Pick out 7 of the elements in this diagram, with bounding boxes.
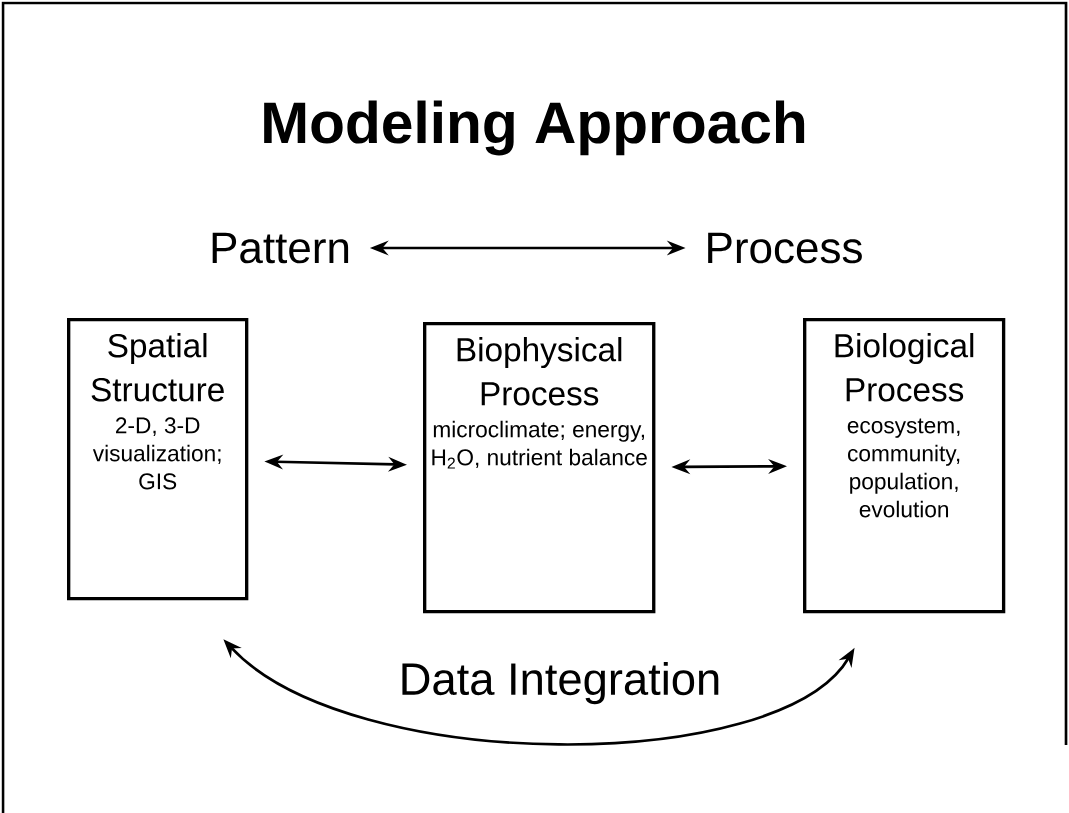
title: Modeling Approach [264, 100, 805, 156]
edge-label: Data Integration [396, 659, 724, 707]
process-box: Spatial Structure 2-D, 3-D visualization; GIS [67, 318, 249, 601]
heading-text: Process [708, 232, 862, 264]
process-box: Biophysical Process microclimate; energy, H$_{2}$O, nutrient balance [423, 322, 656, 614]
process-box: Biological Process ecosystem, community, population, evolution [803, 318, 1006, 614]
heading-text: Pattern [212, 232, 349, 264]
